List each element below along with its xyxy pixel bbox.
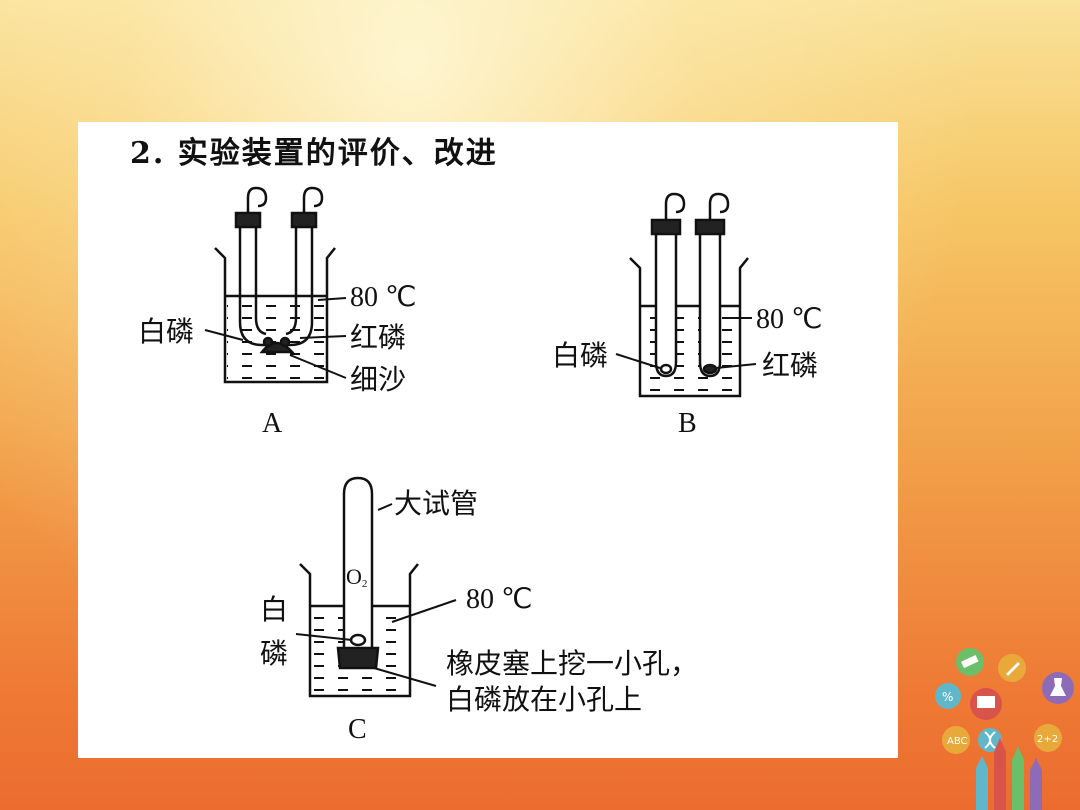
flask-icon bbox=[1042, 672, 1074, 704]
pencil-icon bbox=[998, 654, 1026, 682]
label-b-temperature: 80 ℃ bbox=[756, 304, 823, 335]
apparatus-b bbox=[615, 192, 757, 398]
math-icon: 2+2 bbox=[1034, 724, 1062, 752]
beaker-a bbox=[214, 247, 336, 384]
label-a-white-phosphorus: 白磷 bbox=[138, 315, 195, 348]
label-a-sand: 细沙 bbox=[350, 363, 407, 396]
label-b-red-phosphorus: 红磷 bbox=[762, 349, 819, 382]
label-a-red-phosphorus: 红磷 bbox=[350, 321, 407, 354]
label-c-temperature: 80 ℃ bbox=[466, 584, 533, 615]
label-c-white-2: 磷 bbox=[260, 637, 289, 670]
computer-icon bbox=[970, 688, 1002, 720]
note-c-line-2: 白磷放在小孔上 bbox=[446, 683, 643, 716]
beaker-c bbox=[299, 563, 419, 698]
label-a-temperature: 80 ℃ bbox=[350, 282, 417, 313]
apparatus-a bbox=[204, 186, 347, 384]
big-test-tube bbox=[342, 476, 374, 650]
slide-title: 2. 实验装置的评价、改进 bbox=[130, 136, 498, 171]
math-icon: % bbox=[935, 683, 961, 709]
svg-text:2+2: 2+2 bbox=[1037, 734, 1058, 745]
stationery-decoration: % ABC 2+2 bbox=[935, 648, 1074, 810]
abc-icon: ABC bbox=[942, 726, 970, 754]
tube-b-right bbox=[698, 232, 722, 378]
label-c-white-1: 白 bbox=[260, 593, 289, 626]
tube-a-right bbox=[284, 225, 314, 347]
tube-a-left bbox=[238, 225, 268, 347]
tube-b-left bbox=[654, 232, 678, 378]
label-b-white-phosphorus: 白磷 bbox=[552, 339, 609, 372]
apparatus-c bbox=[295, 476, 457, 698]
beaker-b bbox=[629, 257, 749, 398]
note-c-line-1: 橡皮塞上挖一小孔， bbox=[446, 647, 699, 680]
caption-a: A bbox=[262, 408, 283, 439]
caption-c: C bbox=[348, 714, 367, 745]
svg-text:ABC: ABC bbox=[947, 736, 968, 747]
svg-text:%: % bbox=[942, 690, 953, 704]
label-c-oxygen: O2 bbox=[346, 564, 368, 590]
rubber-stopper bbox=[336, 646, 380, 670]
caption-b: B bbox=[678, 408, 697, 439]
content-card bbox=[78, 122, 898, 758]
ruler-icon bbox=[956, 648, 984, 676]
label-c-big-tube: 大试管 bbox=[394, 487, 479, 520]
dna-icon bbox=[978, 728, 1002, 752]
